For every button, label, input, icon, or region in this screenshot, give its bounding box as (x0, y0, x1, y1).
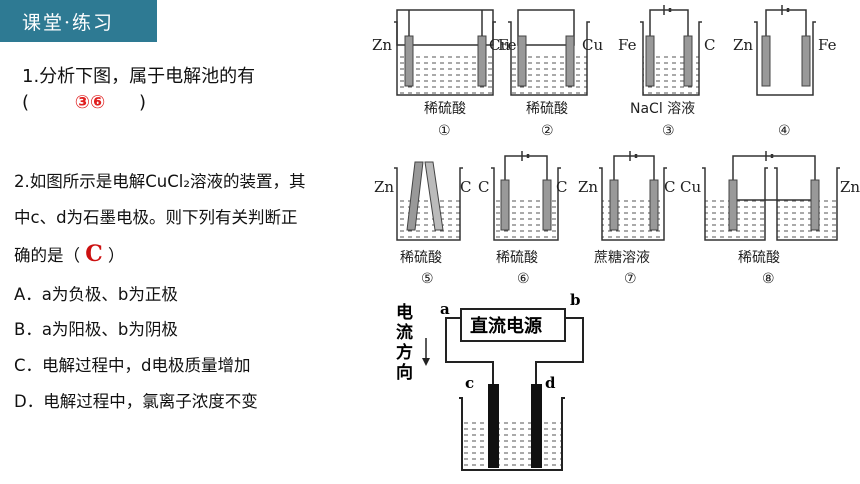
option-b: B．a为阳极、b为阴极 (14, 320, 178, 339)
cell-7-left-label: Zn (578, 178, 598, 196)
cell-2-number: ② (541, 123, 554, 139)
cell-7-right-label: C (664, 178, 675, 196)
open-paren: ( (22, 92, 30, 113)
cell-8-caption: 稀硫酸 (738, 250, 780, 266)
question-2-line-3: 确的是（ C ） (14, 241, 125, 267)
cell-4-left-label: Zn (733, 36, 753, 54)
cell-6-right-label: C (556, 178, 567, 196)
cell-8: Cu Zn 稀硫酸 ⑧ (680, 151, 860, 287)
answer-2: C (85, 241, 103, 267)
question-2-line-2: 中c、d为石墨电极。则下列有关判断正 (14, 208, 298, 227)
question-1-answer-line: ( ③⑥ ) (22, 92, 146, 113)
current-label-1: 电 (396, 302, 413, 323)
electrode-c-label: c (465, 374, 474, 392)
question-1: 1.分析下图，属于电解池的有 (22, 66, 256, 87)
cell-5-caption: 稀硫酸 (400, 250, 442, 266)
electrode-d-label: d (545, 374, 556, 392)
cell-2-left-label: Cu (489, 36, 510, 54)
cell-3-caption: NaCl 溶液 (630, 101, 695, 117)
cell-1-right-label: Fe (498, 36, 517, 54)
cell-1-left-label: Zn (372, 36, 392, 54)
cell-6: C C 稀硫酸 ⑥ (478, 151, 567, 287)
cell-8-number: ⑧ (762, 271, 775, 287)
cell-4-right-label: Fe (818, 36, 837, 54)
cell-3: Fe C NaCl 溶液 ③ (618, 5, 715, 139)
cell-7-number: ⑦ (624, 271, 637, 287)
current-label-3: 方 (396, 342, 413, 363)
current-arrow-icon (422, 358, 430, 366)
terminal-a: a (440, 300, 450, 318)
answer-1: ③⑥ (74, 92, 106, 113)
cell-1-caption: 稀硫酸 (424, 101, 466, 117)
cell-4: Zn Fe ④ (733, 5, 837, 139)
question-2-line-3-text: 确的是（ (14, 246, 80, 265)
cell-2-right-label: Cu (582, 36, 603, 54)
cell-3-number: ③ (662, 123, 675, 139)
option-d: D．电解过程中，氯离子浓度不变 (14, 392, 258, 411)
cell-8-left-label: Cu (680, 178, 701, 196)
cell-4-number: ④ (778, 123, 791, 139)
question-2-line-3-end: ） (108, 246, 125, 265)
cell-7: Zn C 蔗糖溶液 ⑦ (578, 151, 675, 287)
cell-6-left-label: C (478, 178, 489, 196)
cell-2: Cu Cu 稀硫酸 ② (489, 9, 603, 139)
option-c: C．电解过程中，d电极质量增加 (14, 356, 251, 375)
cell-5-right-label: C (460, 178, 471, 196)
cell-6-caption: 稀硫酸 (496, 250, 538, 266)
current-label-2: 流 (396, 322, 413, 343)
current-label-4: 向 (396, 362, 413, 383)
close-paren: ) (138, 92, 147, 113)
section-header: 课堂·练习 (0, 0, 157, 42)
electrode-d (531, 384, 542, 468)
cell-8-right-label: Zn (840, 178, 860, 196)
cell-3-left-label: Fe (618, 36, 637, 54)
terminal-b: b (570, 291, 581, 309)
cell-5-number: ⑤ (421, 271, 434, 287)
cell-1: Zn Fe 稀硫酸 ① (372, 9, 517, 139)
question-2-line-1: 2.如图所示是电解CuCl₂溶液的装置，其 (14, 172, 306, 191)
cell-6-number: ⑥ (517, 271, 530, 287)
dc-source-label: 直流电源 (470, 315, 542, 337)
cell-7-caption: 蔗糖溶液 (594, 250, 650, 266)
electrolysis-apparatus: 电 流 方 向 直流电源 a b c d (396, 291, 584, 471)
option-a: A．a为负极、b为正极 (14, 285, 178, 304)
cell-3-right-label: C (704, 36, 715, 54)
section-title: 课堂·练习 (22, 12, 115, 34)
cell-5: Zn C 稀硫酸 ⑤ (374, 161, 471, 287)
cell-2-caption: 稀硫酸 (526, 101, 568, 117)
electrode-c (488, 384, 499, 468)
cell-5-left-label: Zn (374, 178, 394, 196)
cell-1-number: ① (438, 123, 451, 139)
